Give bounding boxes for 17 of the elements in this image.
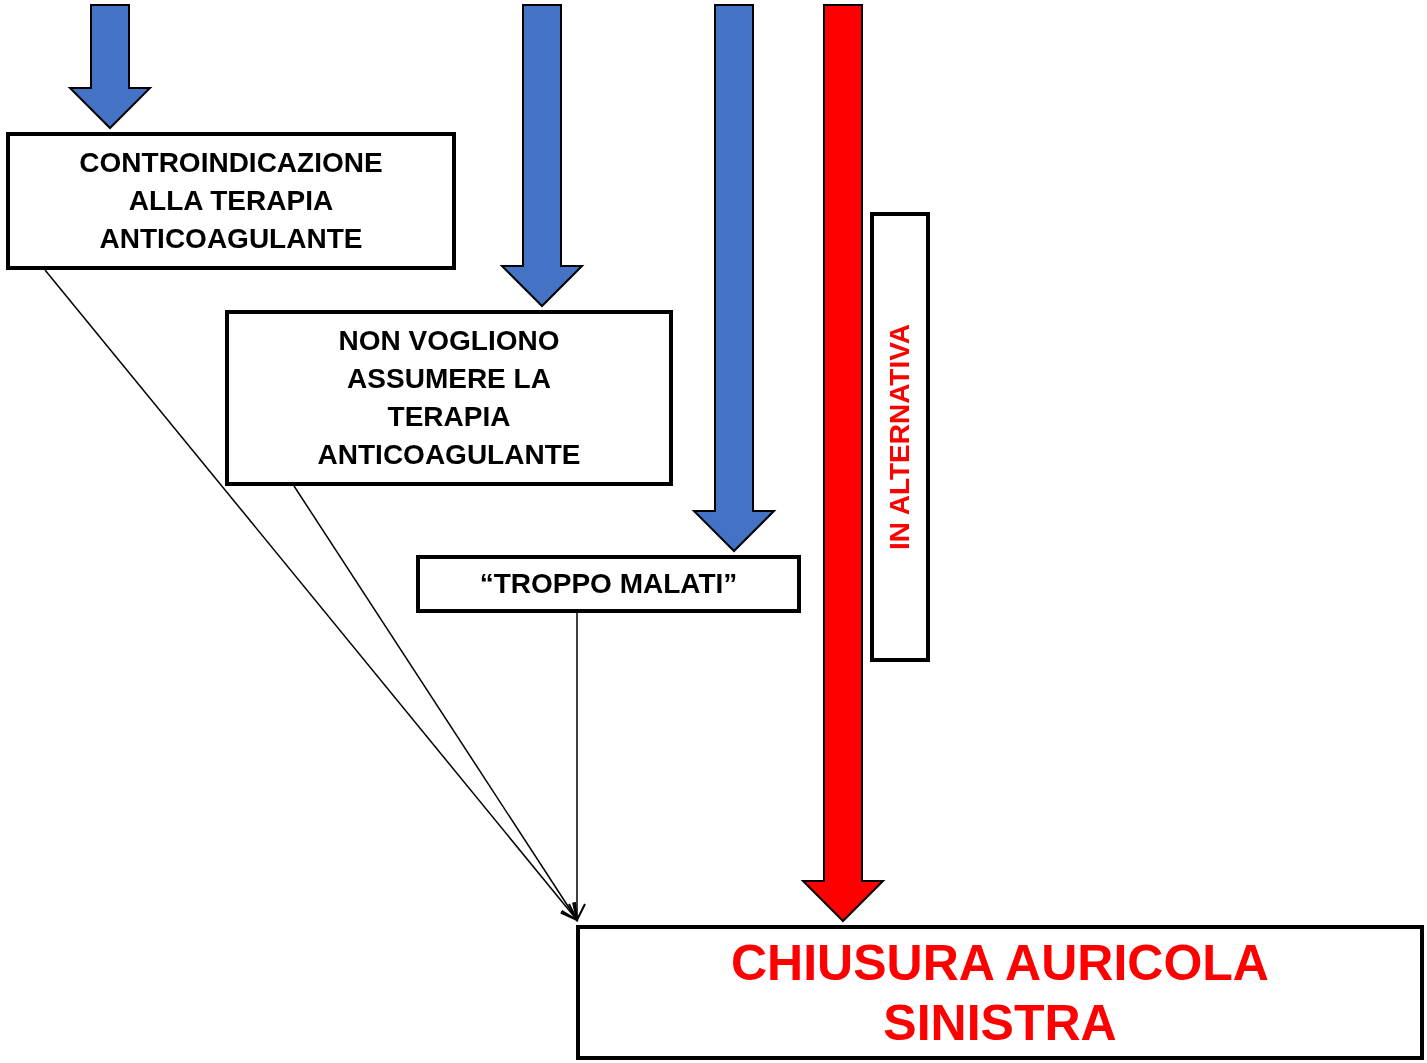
text-box	[225, 310, 673, 486]
text-box	[576, 925, 1424, 1060]
block-arrow	[691, 4, 777, 553]
arrow	[568, 612, 586, 921]
arrow	[44, 269, 578, 921]
block-arrow	[499, 4, 585, 308]
box-label: NON VOGLIONO ASSUMERE LA TERAPIA ANTICOAGULANTE	[316, 324, 582, 472]
text-box	[416, 555, 801, 613]
block-arrow	[800, 4, 886, 923]
box-label: IN ALTERNATIVA	[883, 323, 916, 551]
text-box	[6, 132, 456, 270]
text-box	[870, 212, 930, 662]
box-label: CONTROINDICAZIONE ALLA TERAPIA ANTICOAGULANTE	[78, 146, 384, 256]
box-label: “TROPPO MALATI”	[479, 567, 738, 601]
box-label: CHIUSURA AURICOLA SINISTRA	[730, 933, 1270, 1053]
block-arrow	[67, 4, 153, 130]
arrow	[293, 485, 578, 921]
